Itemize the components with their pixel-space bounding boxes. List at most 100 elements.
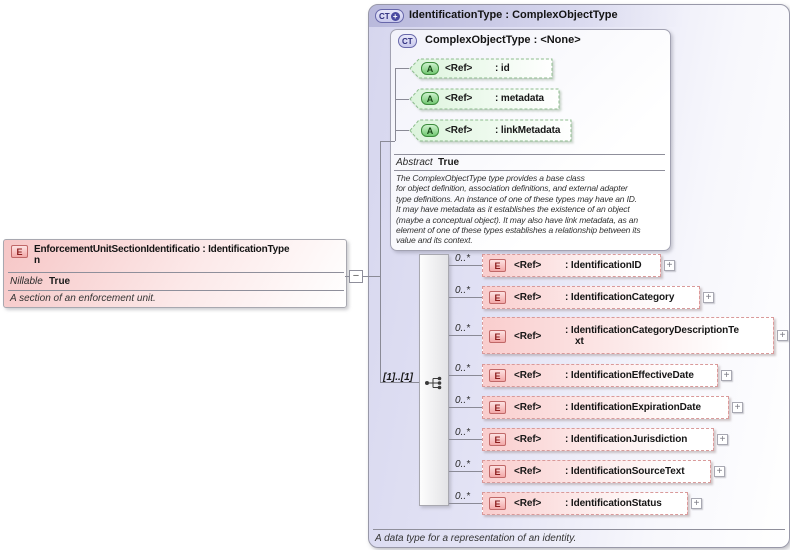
connector-line [345, 276, 350, 277]
element-node-identification-category[interactable]: E <Ref> : IdentificationCategory [482, 286, 700, 309]
element-node-identification-effective-date[interactable]: E <Ref> : IdentificationEffectiveDate [482, 364, 718, 387]
complextype-node-identification-type[interactable]: CT+ IdentificationType : ComplexObjectTy… [368, 4, 790, 548]
connector-line [395, 68, 396, 141]
connector-line [449, 439, 482, 440]
attribute-icon: A [421, 124, 439, 137]
abstract-label: Abstract [396, 157, 433, 168]
attribute-ref: <Ref> [445, 125, 473, 136]
header-shade [369, 5, 789, 27]
base-type-description: The ComplexObjectType type provides a ba… [396, 173, 641, 246]
element-node-identification-jurisdiction[interactable]: E <Ref> : IdentificationJurisdiction [482, 428, 714, 451]
cardinality-label: 0..* [455, 427, 471, 438]
element-node-identification-expiration-date[interactable]: E <Ref> : IdentificationExpirationDate [482, 396, 729, 419]
divider [8, 272, 344, 273]
element-title-line2: n [34, 255, 40, 266]
connector-line [449, 503, 482, 504]
element-icon: E [489, 433, 506, 446]
element-node-identification-status[interactable]: E <Ref> : IdentificationStatus [482, 492, 688, 515]
expand-button[interactable]: + [732, 402, 743, 413]
element-icon: E [11, 245, 28, 258]
element-ref: <Ref> [514, 260, 542, 271]
expand-button[interactable]: + [721, 370, 732, 381]
connector-line [363, 276, 380, 277]
attribute-name: : metadata [495, 93, 545, 104]
connector-line [449, 407, 482, 408]
element-node-identification-id[interactable]: E <Ref> : IdentificationID [482, 254, 661, 277]
plus-badge-icon: + [390, 11, 400, 21]
complextype-icon: CT [398, 34, 417, 48]
attribute-name: : id [495, 63, 510, 74]
expand-button[interactable]: + [714, 466, 725, 477]
complextype-plus-icon: CT+ [375, 9, 404, 23]
attribute-icon: A [421, 62, 439, 75]
attribute-ref: <Ref> [445, 93, 473, 104]
element-name: : IdentificationSourceText [565, 466, 685, 477]
cardinality-label: 0..* [455, 323, 471, 334]
attribute-shape [409, 88, 560, 110]
sequence-cardinality: [1]..[1] [383, 372, 413, 383]
element-icon: E [489, 369, 506, 382]
attribute-shape [409, 119, 572, 142]
connector-line [395, 68, 409, 69]
cardinality-label: 0..* [455, 285, 471, 296]
expand-button[interactable]: + [717, 434, 728, 445]
element-name: : IdentificationID [565, 260, 642, 271]
element-icon: E [489, 497, 506, 510]
connector-line [395, 130, 409, 131]
element-ref: <Ref> [514, 498, 542, 509]
attribute-node-link-metadata[interactable]: A <Ref> : linkMetadata [409, 119, 573, 142]
sequence-indicator[interactable] [419, 254, 449, 506]
element-ref: <Ref> [514, 466, 542, 477]
element-ref: <Ref> [514, 331, 542, 342]
element-icon: E [489, 401, 506, 414]
element-title: EnforcementUnitSectionIdentificatio : Id… [34, 244, 346, 266]
element-ref: <Ref> [514, 434, 542, 445]
expand-button[interactable]: + [703, 292, 714, 303]
element-name: : IdentificationExpirationDate [565, 402, 701, 413]
nillable-value: True [49, 276, 71, 287]
element-node-identification-category-description-text[interactable]: E <Ref> : IdentificationCategoryDescript… [482, 317, 774, 354]
cardinality-label: 0..* [455, 395, 471, 406]
ct-letters: CT [402, 36, 413, 46]
cardinality-label: 0..* [455, 363, 471, 374]
cardinality-label: 0..* [455, 253, 471, 264]
connector-line [395, 99, 409, 100]
element-icon: E [489, 465, 506, 478]
attribute-node-id[interactable]: A <Ref> : id [409, 58, 554, 79]
expand-button[interactable]: + [691, 498, 702, 509]
element-icon: E [489, 291, 506, 304]
expand-button[interactable]: + [664, 260, 675, 271]
element-description: A section of an enforcement unit. [10, 293, 156, 304]
connector-line [449, 375, 482, 376]
element-ref: <Ref> [514, 370, 542, 381]
element-ref: <Ref> [514, 402, 542, 413]
element-name: : IdentificationStatus [565, 498, 662, 509]
connector-line [449, 471, 482, 472]
attribute-shape [409, 58, 553, 79]
cardinality-label: 0..* [455, 491, 471, 502]
attribute-name: : linkMetadata [495, 125, 561, 136]
type-box-description: A data type for a representation of an i… [375, 533, 577, 544]
element-ref: <Ref> [514, 292, 542, 303]
element-node-identification-source-text[interactable]: E <Ref> : IdentificationSourceText [482, 460, 711, 483]
base-type-title: ComplexObjectType : <None> [425, 34, 581, 46]
ct-letters: CT [379, 11, 390, 21]
cardinality-label: 0..* [455, 459, 471, 470]
connector-line [380, 141, 381, 382]
abstract-value: True [438, 157, 460, 168]
expand-button[interactable]: + [777, 330, 788, 341]
attribute-node-metadata[interactable]: A <Ref> : metadata [409, 88, 561, 110]
connector-line [449, 297, 482, 298]
nillable-label: Nillable [10, 276, 43, 287]
divider [373, 529, 785, 530]
collapse-toggle-button[interactable]: − [349, 270, 363, 283]
divider [394, 170, 665, 171]
attribute-icon: A [421, 92, 439, 105]
connector-line [449, 335, 482, 336]
connector-line [380, 141, 395, 142]
connector-line [380, 382, 419, 383]
divider [394, 154, 665, 155]
element-title-line1: EnforcementUnitSectionIdentificatio : Id… [34, 244, 290, 255]
element-node-enforcement-unit-section-identification[interactable]: E EnforcementUnitSectionIdentificatio : … [3, 239, 347, 308]
